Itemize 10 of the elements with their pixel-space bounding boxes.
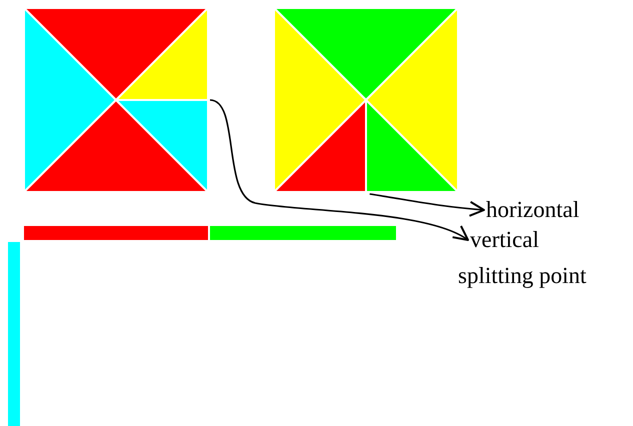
triangle-square-drawing: [274, 8, 458, 192]
triangle-square-drawing: [24, 8, 208, 192]
curved-arrow: [370, 193, 485, 217]
bar: [24, 226, 208, 240]
text-label: vertical: [470, 226, 539, 254]
curved-arrow: [210, 99, 469, 241]
bar: [8, 242, 20, 426]
text-label: splitting point: [458, 262, 586, 290]
text-label: horizontal: [486, 196, 580, 224]
bar: [210, 226, 396, 240]
